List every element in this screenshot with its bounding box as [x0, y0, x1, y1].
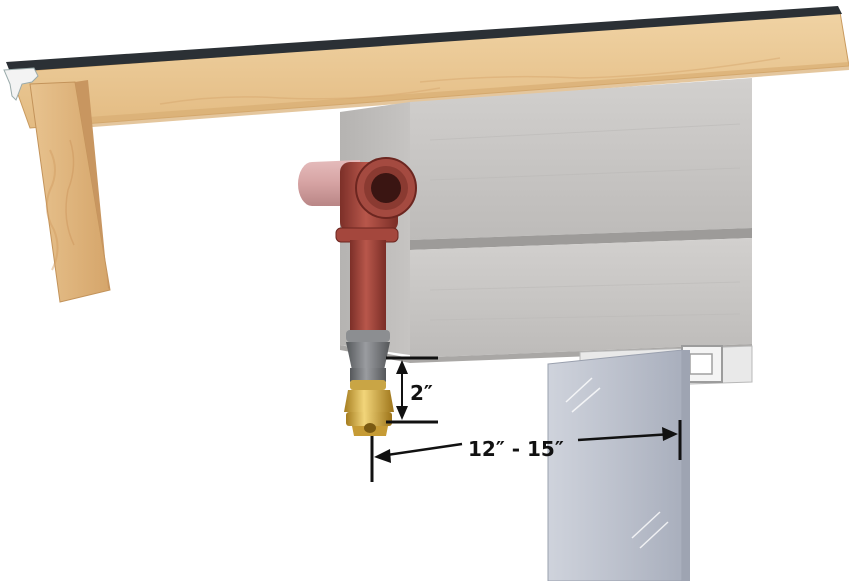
- dimension-horizontal: 12″ - 15″: [370, 420, 682, 482]
- roof-deck-underside: [75, 62, 849, 128]
- sprinkler-piping: [298, 157, 417, 382]
- arrow-up-icon: [396, 360, 408, 374]
- roof-eave: [3, 6, 849, 303]
- roof-membrane: [6, 6, 842, 72]
- drop-pipe: [350, 240, 386, 336]
- dimension-vertical: 2″: [386, 356, 438, 424]
- sprinkler-head-icon: [344, 380, 394, 436]
- roof-fascia-side: [75, 80, 110, 290]
- concrete-header: [340, 78, 752, 363]
- drip-edge-trim: [3, 67, 39, 101]
- arrow-left-icon: [374, 449, 391, 463]
- pipe-collar: [335, 227, 399, 243]
- arrow-right-icon: [662, 427, 678, 441]
- pipe-reducer: [346, 330, 390, 342]
- vertical-gap-label: 2″: [410, 381, 433, 405]
- concrete-groove: [410, 228, 752, 250]
- arrow-down-icon: [396, 406, 408, 420]
- concrete-front-upper: [410, 78, 752, 240]
- horizontal-distance-label: 12″ - 15″: [468, 437, 564, 461]
- window-pane-icon: [547, 345, 753, 581]
- concrete-front-lower: [410, 238, 752, 358]
- glass-pane: [547, 349, 683, 581]
- reducer-cone: [346, 342, 390, 370]
